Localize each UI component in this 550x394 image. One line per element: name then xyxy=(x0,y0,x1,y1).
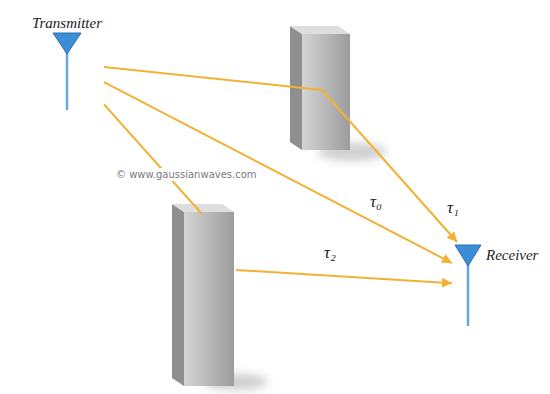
signal-path xyxy=(104,67,457,242)
antenna-head xyxy=(455,245,481,266)
antenna-label: Receiver xyxy=(486,246,538,264)
signal-path xyxy=(104,104,452,283)
building-roof xyxy=(290,26,350,34)
antenna-label: Transmitter xyxy=(32,14,102,32)
watermark: © www.gaussianwaves.com xyxy=(114,168,259,181)
delay-label: τ₁ xyxy=(445,198,461,218)
building-roof xyxy=(172,204,234,212)
signal-path xyxy=(104,82,452,263)
antenna-mast xyxy=(467,264,470,326)
antenna-node: Receiver xyxy=(452,242,540,330)
antenna-head xyxy=(53,33,81,54)
building-front xyxy=(302,34,350,150)
antenna-node: Transmitter xyxy=(30,12,104,114)
antenna-icon xyxy=(454,244,482,328)
delay-label: τ₂ xyxy=(322,243,338,263)
building-front xyxy=(184,212,234,386)
delay-label: τ₀ xyxy=(368,192,384,212)
building-side xyxy=(172,204,184,386)
antenna-mast xyxy=(66,52,69,110)
antenna-icon xyxy=(52,32,82,112)
